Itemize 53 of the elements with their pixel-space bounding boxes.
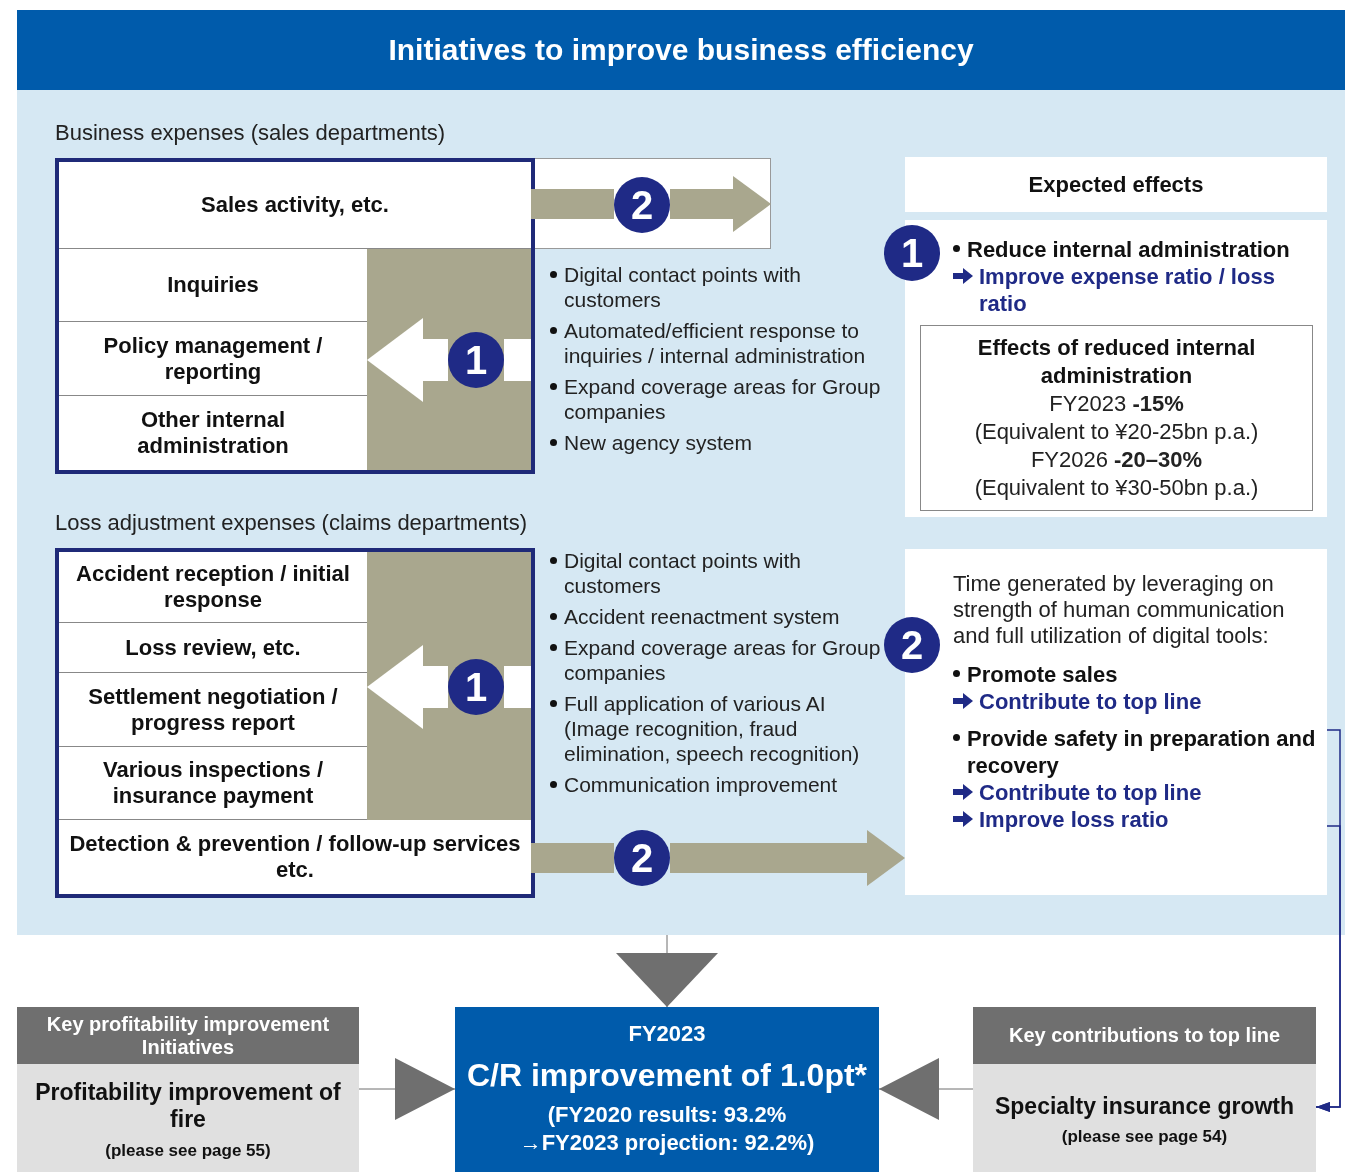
effect-figure: FY2023 -15% xyxy=(1048,390,1185,418)
chevron-arrow xyxy=(878,1058,974,1120)
box-header: Key profitability improvement Initiatives xyxy=(17,1007,359,1064)
result-detail: (FY2020 results: 93.2% →FY2023 projection: 92.2%) xyxy=(518,1101,816,1157)
initiative-title: Profitability improvement of fire xyxy=(34,1079,342,1133)
block-arrow xyxy=(367,645,448,729)
block-arrow xyxy=(670,176,771,232)
result-text: Contribute to top line xyxy=(979,779,1202,806)
block-arrow xyxy=(670,830,905,886)
section-heading: Loss adjustment expenses (claims departments) xyxy=(55,510,527,536)
result-text: Contribute to top line xyxy=(979,688,1202,715)
effect-figure: (Equivalent to ¥20-25bn p.a.) xyxy=(973,418,1260,446)
bullet-text: Accident reenactment system xyxy=(564,604,840,629)
bullet-text: Expand coverage areas for Group companies xyxy=(564,635,882,685)
bullet-text: New agency system xyxy=(564,430,752,455)
result-text: Improve expense ratio / loss ratio xyxy=(979,263,1276,317)
bullet-text: Digital contact points with customers xyxy=(564,262,802,312)
page-reference: (please see page 54) xyxy=(1060,1126,1229,1148)
section-heading: Business expenses (sales departments) xyxy=(55,120,446,146)
block-arrow xyxy=(367,318,448,402)
effects-heading: Effects of reduced internal administration xyxy=(976,334,1257,390)
effects-header: Expected effects xyxy=(905,157,1327,212)
bullet-text: Full application of various AI (Image recognition, fraud elimination, speech recognition) xyxy=(564,691,861,766)
number-badge: 2 xyxy=(614,177,670,233)
panel-background xyxy=(17,10,1345,935)
title-bar: Initiatives to improve business efficiency xyxy=(17,10,1345,90)
initiative-title: Specialty insurance growth xyxy=(993,1093,1296,1120)
box-header: Key contributions to top line xyxy=(973,1007,1316,1064)
initiative-box xyxy=(17,1007,359,1172)
effect-figure: FY2026 -20–30% xyxy=(1029,446,1204,474)
effect-text: Reduce internal administration xyxy=(967,236,1290,263)
number-badge: 1 xyxy=(884,225,940,281)
connector-line xyxy=(1315,825,1341,1112)
effect-text: Promote sales xyxy=(967,661,1118,688)
chevron-arrow xyxy=(616,934,718,1008)
result-box xyxy=(455,1007,879,1172)
page-reference: (please see page 55) xyxy=(104,1140,272,1162)
result-headline: C/R improvement of 1.0pt* xyxy=(465,1056,869,1095)
number-badge: 2 xyxy=(614,830,670,886)
effect-text: Provide safety in preparation and recovery xyxy=(967,725,1317,779)
result-year: FY2023 xyxy=(627,1020,707,1048)
bullet-text: Expand coverage areas for Group companies xyxy=(564,374,882,424)
bullet-text: Automated/efficient response to inquiries / internal administration xyxy=(564,318,867,368)
bullet-text: Digital contact points with customers xyxy=(564,548,802,598)
effects-box xyxy=(920,325,1313,511)
effect-card xyxy=(905,220,1327,517)
result-text: Improve loss ratio xyxy=(979,806,1169,833)
initiative-box xyxy=(973,1007,1316,1172)
chevron-arrow xyxy=(358,1058,456,1120)
description-text: Time generated by leveraging on strength of human communication and full utilization of digital tools: xyxy=(953,571,1286,649)
bullet-text: Communication improvement xyxy=(564,772,838,797)
number-badge: 2 xyxy=(884,617,940,673)
effect-figure: (Equivalent to ¥30-50bn p.a.) xyxy=(973,474,1260,502)
